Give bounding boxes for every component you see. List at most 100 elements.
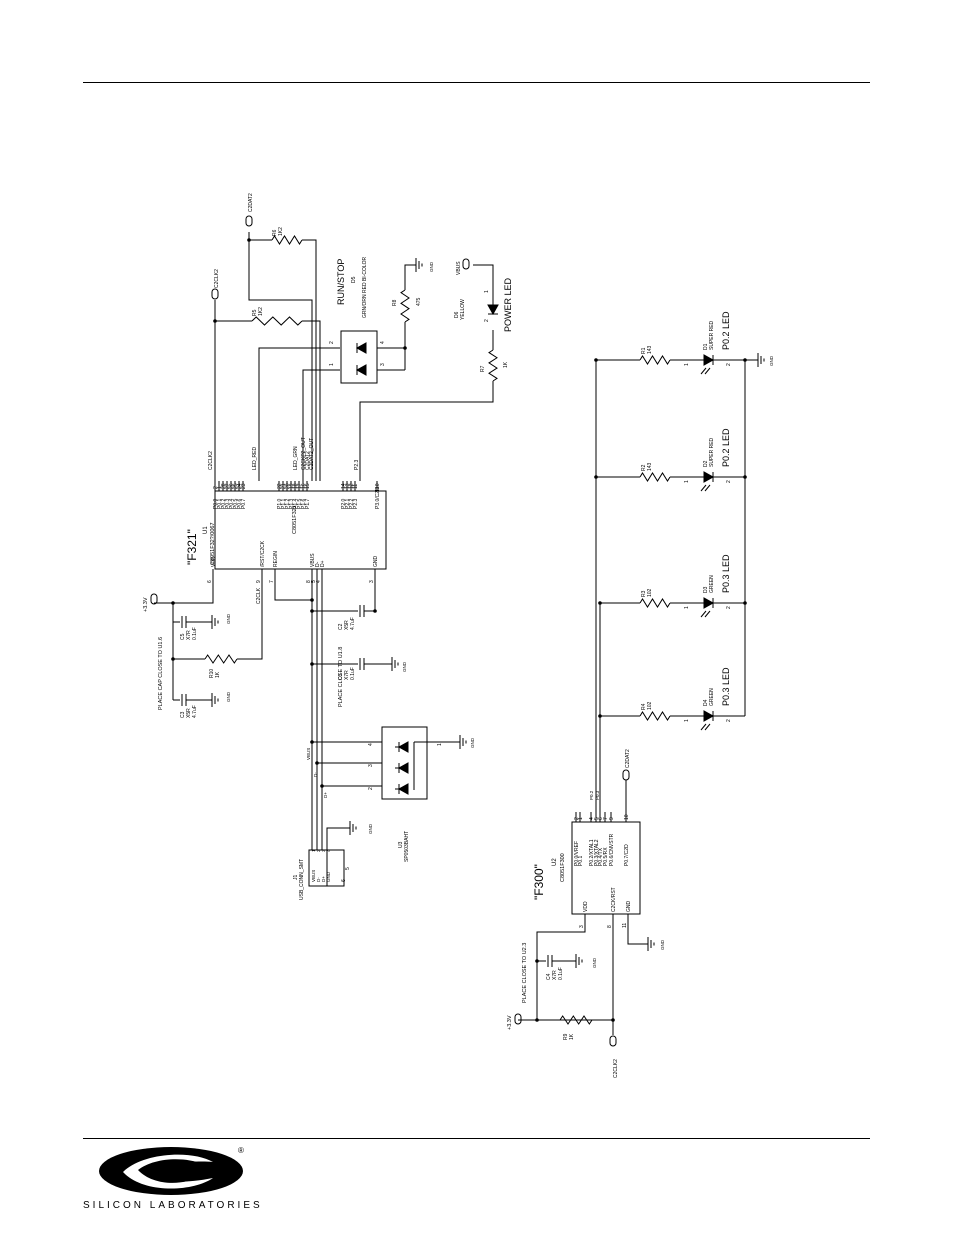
emission-arrow	[700, 367, 707, 375]
led-pin-num: 2	[726, 606, 732, 609]
j1-pin-name: GND	[326, 871, 331, 882]
r5-ref: R5	[252, 309, 258, 316]
r7-resistor	[488, 349, 498, 382]
r8-value: 475	[416, 297, 422, 306]
led-resistor-ref: R4	[641, 703, 647, 710]
j1-pin-num: 4	[326, 849, 331, 852]
u2-pin-num: 6	[598, 817, 604, 820]
led-pin-num: 1	[684, 719, 690, 722]
u3-chip-body	[381, 726, 428, 800]
u3-diode	[397, 783, 409, 795]
u2-pin-num: 11	[622, 923, 628, 928]
u1-pin-name: P1.1	[281, 498, 287, 509]
u1-pin-num: 16	[301, 483, 307, 489]
net-dplus: D+	[323, 792, 328, 798]
u2-chip-body	[571, 821, 641, 915]
junction-dot	[598, 714, 602, 718]
u2-pin-num: 1	[578, 817, 584, 820]
gnd-label: GND	[368, 823, 373, 834]
d1-led	[703, 354, 715, 366]
gnd-label: GND	[470, 737, 475, 748]
u1-pin-num: 13	[345, 483, 351, 489]
junction-dot	[594, 475, 598, 479]
vcc-label: +3.3V	[143, 597, 149, 612]
u1-pin-num: 14	[341, 483, 347, 489]
d6-vbus: VBUS	[456, 261, 462, 275]
led-resistor-value: 143	[647, 462, 653, 471]
u1-pin-name: /RST/C2CK	[260, 540, 266, 567]
led-ref: D3	[703, 586, 709, 593]
u1-net-c2dat2-out: C2DAT2_OUT	[309, 438, 315, 470]
c3-type: X5R	[186, 708, 192, 718]
c2clk2-tab	[211, 288, 219, 300]
u2-ref: U2	[552, 858, 558, 866]
u1-pin-num: 8	[306, 580, 312, 583]
c3-value: 4.7uF	[192, 705, 198, 718]
d6-led	[487, 304, 499, 316]
u2-vcc-label: +3.3V	[507, 1015, 513, 1030]
u1-pin-num: 24	[237, 483, 243, 489]
emission-arrow	[704, 723, 711, 731]
u1-pin-num: 9	[256, 580, 262, 583]
u1-pin-name: P1.2	[285, 498, 291, 509]
u1-net-led-grn: LED_GRN	[293, 446, 299, 470]
gnd-label: GND	[226, 613, 231, 624]
c5-value: 0.1uF	[192, 627, 198, 640]
r4-resistor	[639, 711, 671, 721]
u1-pin-name: D+	[320, 560, 326, 567]
c4-type: X7R	[552, 970, 558, 980]
u1-pin-num: 12	[349, 483, 355, 489]
led-pin-num: 2	[726, 363, 732, 366]
wire	[359, 381, 494, 481]
u2-c2dat2-label: C2DAT2	[625, 749, 631, 768]
u1-pin-num: 22	[277, 483, 283, 489]
u1-pin-name: D-	[315, 561, 321, 567]
u1-pin-num: 6	[207, 580, 213, 583]
u1-pin-num: 7	[269, 580, 275, 583]
c2-value: 4.7uF	[350, 617, 356, 630]
u2-net-p03: P0.3	[595, 790, 600, 800]
led-resistor-ref: R3	[641, 590, 647, 597]
emission-arrow	[704, 367, 711, 375]
d6-pin-num: 2	[484, 319, 490, 322]
u2-pin-num: 8	[607, 925, 613, 928]
u1-net-c2clk2: C2CLK2	[208, 451, 214, 470]
r1-resistor	[639, 355, 671, 365]
d5-ref: D5	[351, 276, 357, 283]
u1-pin-num: 5	[311, 580, 317, 583]
j1-pin-num: 2	[316, 849, 321, 852]
u1-pin-name: P1.6	[301, 498, 307, 509]
u1-pin-num: 3	[369, 580, 375, 583]
company-name: SILICON LABORATORIES	[83, 1200, 263, 1211]
u2-pin-name: P0.5/RX	[603, 847, 609, 866]
wire	[154, 581, 214, 604]
u3-pin-num: 4	[368, 743, 374, 746]
c2dat2-label: C2DAT2	[248, 193, 254, 212]
u2-pin-name: VDD	[583, 901, 589, 912]
silicon-labs-logo	[99, 1147, 243, 1195]
u1-pin-num: 25	[233, 483, 239, 489]
junction-dot	[743, 601, 747, 605]
led-pin-num: 2	[726, 480, 732, 483]
c5-type: X7R	[186, 630, 192, 640]
r10-value: 1K	[215, 671, 221, 678]
d6-label: POWER LED	[503, 277, 513, 332]
c2clk-label: C2CLK	[256, 587, 262, 604]
led-label: P0.2 LED	[721, 428, 731, 467]
u1-net-led-red: LED_RED	[252, 447, 258, 470]
wire	[627, 926, 648, 945]
c2-type: X5R	[344, 620, 350, 630]
junction-dot	[171, 601, 175, 605]
u1-pin-name: P2.3	[353, 498, 359, 509]
u1-pin-num: 4	[316, 580, 322, 583]
c3-ref: C3	[180, 711, 186, 718]
u1-ref: U1	[203, 526, 209, 534]
d2-led	[703, 471, 715, 483]
junction-dot	[598, 601, 602, 605]
junction-dot	[310, 609, 314, 613]
vbus-tab	[462, 258, 470, 270]
c1-value: 0.1uF	[350, 667, 356, 680]
d5-pin-num: 2	[329, 341, 335, 344]
led-ref: D4	[703, 699, 709, 706]
u1-pin-name: P2.0	[341, 498, 347, 509]
